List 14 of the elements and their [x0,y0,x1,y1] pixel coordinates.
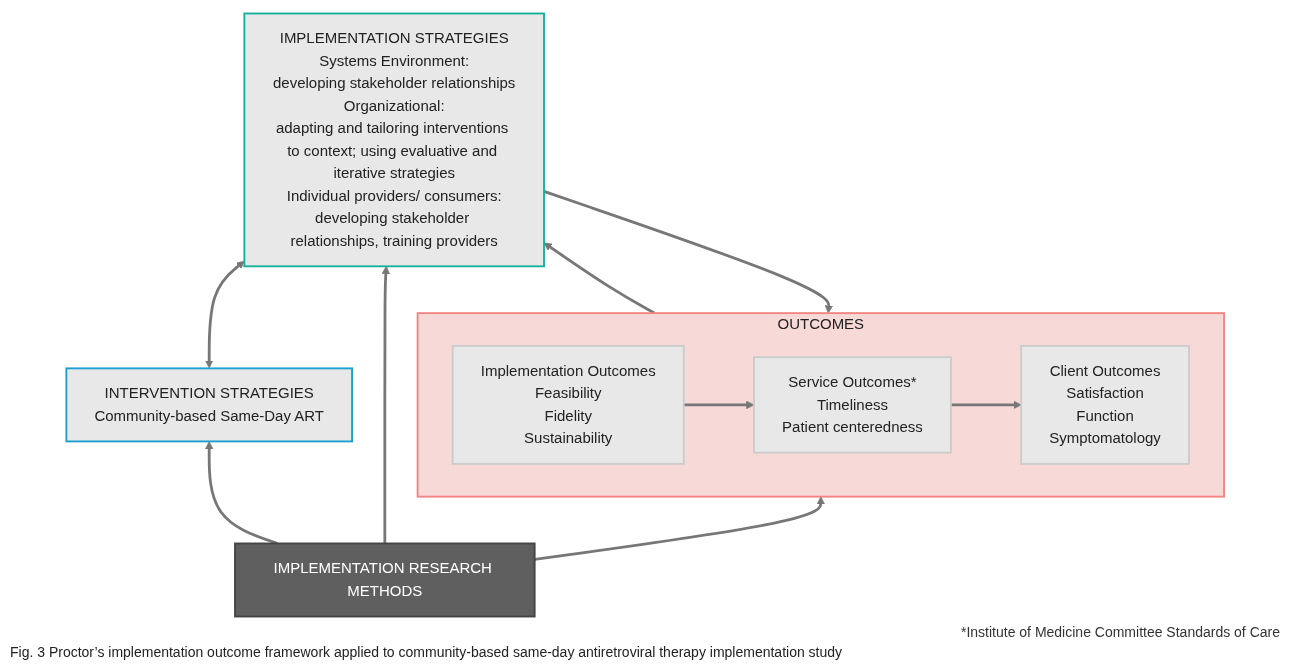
node-box: Implementation Outcomes Feasibility Fidelity Sustainability [451,344,685,465]
node-box: IMPLEMENTATION RESEARCH METHODS [233,542,536,618]
footnote: *Institute of Medicine Committee Standards of Care [959,624,1280,640]
node-box: Service Outcomes* Timeliness Patient centeredness [752,356,952,454]
arrow [543,242,656,315]
arrow [204,441,279,545]
arrow [204,260,245,369]
node-box: IMPLEMENTATION STRATEGIES Systems Environment: developing stakeholder relationships Organizational: adapting and tailoring interventions to context; using evaluative and iterative strategies Individual providers/ consumers: developing stakeholder relationships, training providers [243,12,545,268]
node-box: INTERVENTION STRATEGIES Community-based Same-Day ART [65,367,353,443]
arrow [534,496,825,561]
figure-caption: Fig. 3 Proctor’s implementation outcome framework applied to community-based same-day antiretroviral therapy implementation study [10,644,844,660]
arrow [381,265,390,544]
arrow [543,190,833,314]
node-box: Client Outcomes Satisfaction Function Symptomatology [1020,344,1190,465]
